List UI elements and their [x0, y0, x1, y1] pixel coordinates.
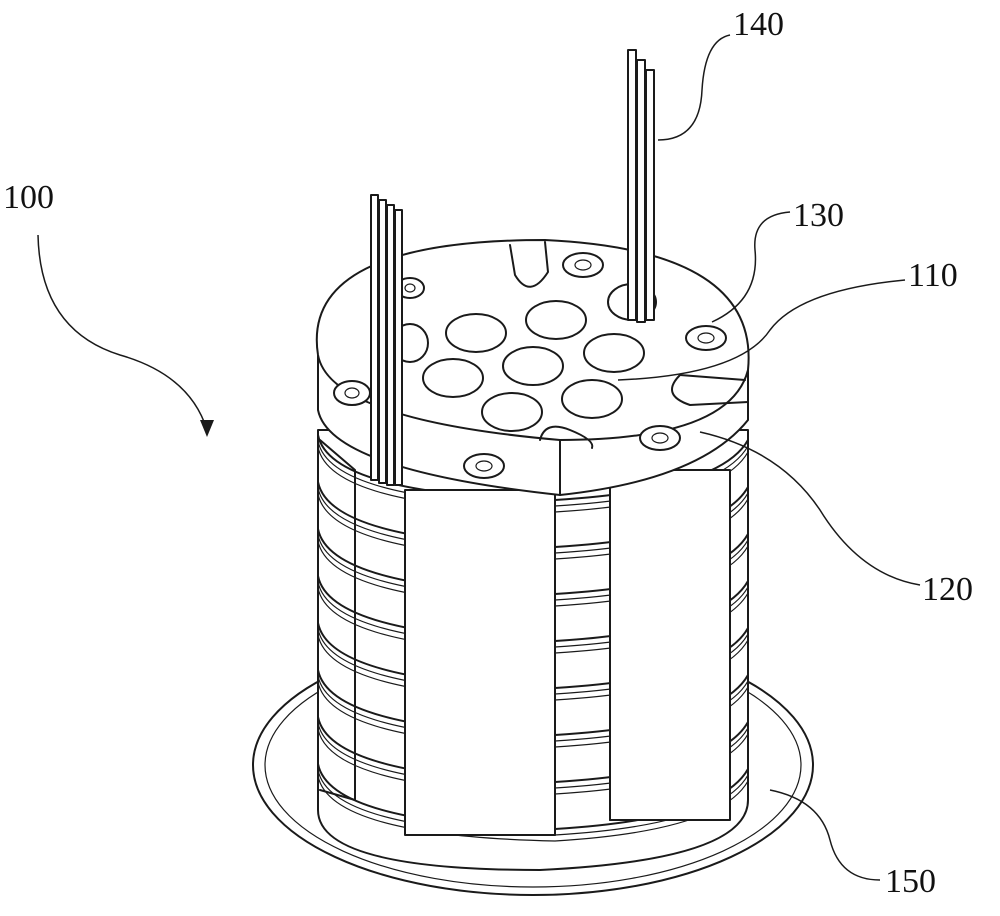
leader-lines	[37, 34, 921, 881]
reference-labels: 100 140 130 110 120 150	[3, 6, 973, 900]
label-130: 130	[793, 197, 844, 234]
rod-group-right	[627, 49, 655, 323]
label-100: 100	[3, 179, 54, 216]
label-140: 140	[733, 6, 784, 43]
slot-columns	[319, 439, 731, 836]
label-110: 110	[908, 257, 958, 294]
label-150: 150	[885, 863, 936, 900]
label-120: 120	[922, 571, 973, 608]
mount-holes	[333, 252, 727, 479]
rod-group-left	[370, 194, 403, 486]
arrow-head	[200, 420, 214, 437]
electrode-rods	[370, 49, 655, 486]
stacked-body	[317, 429, 749, 871]
